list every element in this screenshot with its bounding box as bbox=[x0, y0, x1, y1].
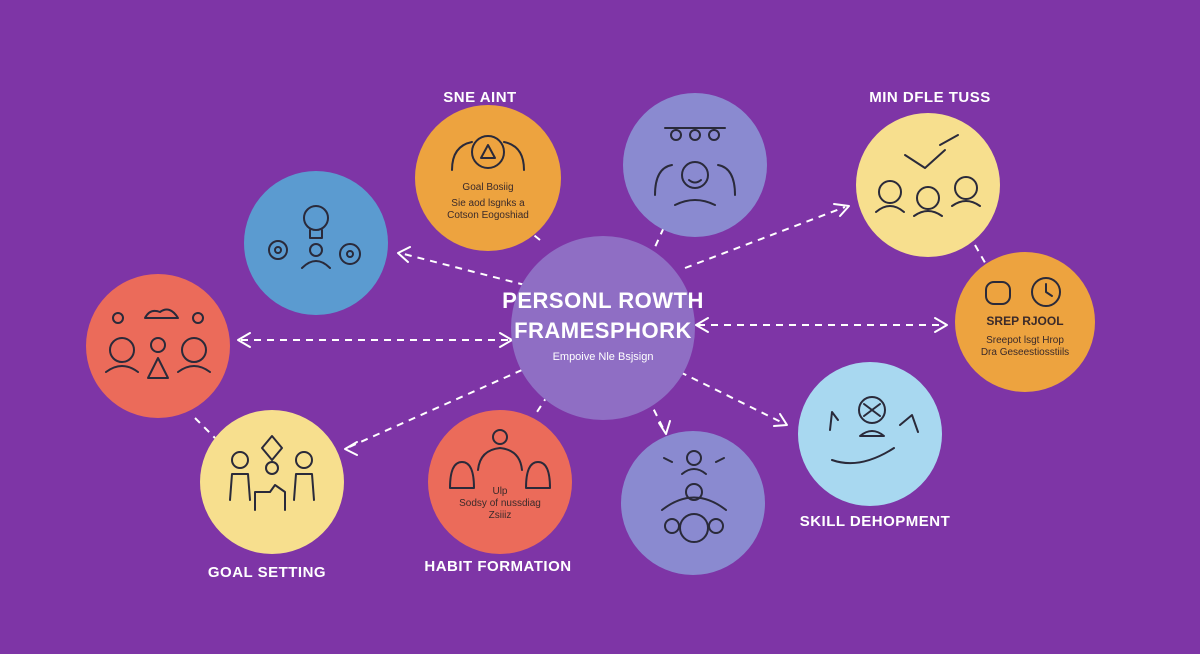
label-top-right: MIN DFLE TUSS bbox=[869, 89, 991, 106]
node-innovation bbox=[244, 171, 388, 315]
arrow-to-skill bbox=[773, 413, 788, 427]
people-target-icon bbox=[229, 435, 315, 511]
lightbulb-gears-icon bbox=[268, 205, 361, 269]
leader-team-icon bbox=[661, 450, 727, 543]
node-team-circle bbox=[623, 93, 767, 237]
arrow-to-center-right bbox=[695, 317, 709, 333]
node-mindfulness bbox=[856, 113, 1000, 257]
label-habit-formation: HABIT FORMATION bbox=[424, 558, 571, 575]
arrow-to-innovation bbox=[397, 246, 411, 263]
center-subtitle: Empoive Nle Bsjsign bbox=[553, 351, 654, 363]
handshake-people-icon bbox=[875, 134, 981, 217]
node-mindfulness-circle bbox=[856, 113, 1000, 257]
arrow-to-leadership bbox=[658, 420, 671, 435]
step-tool-line1: Sreepot lsgt Hrop bbox=[986, 335, 1064, 346]
step-tool-title: SREP RJOOL bbox=[986, 314, 1063, 328]
center-circle bbox=[511, 236, 695, 420]
node-collaboration-circle bbox=[86, 274, 230, 418]
arrow-to-mindfulness bbox=[833, 203, 850, 217]
node-skill-development bbox=[798, 362, 942, 506]
connector-collab-goal bbox=[194, 417, 216, 439]
hand-mountain-icon bbox=[829, 396, 919, 465]
node-habit-formation: Ulp Sodsy of nussdiag Zsiiiz bbox=[428, 410, 572, 554]
label-top-left: SNE AINT bbox=[443, 89, 516, 106]
center-node: PERSONL ROWTH FRAMESPHORK Empoive Nle Bs… bbox=[502, 236, 704, 420]
node-habit-formation-circle bbox=[428, 410, 572, 554]
node-goal-setting bbox=[200, 410, 344, 554]
habit-line2: Sodsy of nussdiag bbox=[459, 498, 541, 509]
connector-to-skill bbox=[679, 371, 786, 425]
label-skill-development: SKILL DEHOPMENT bbox=[800, 513, 951, 530]
connector-to-goal-setting bbox=[346, 369, 523, 449]
habit-line3: Zsiiiz bbox=[489, 510, 512, 521]
connector-to-mindfulness bbox=[684, 206, 846, 269]
node-goal-boosting: Goal Bosiig Sie aod lsgnks a Cotson Eogo… bbox=[415, 105, 561, 251]
gear-clock-icon bbox=[985, 277, 1061, 307]
arrow-to-collaboration-left bbox=[237, 332, 251, 348]
node-leadership bbox=[621, 431, 765, 575]
node-skill-development-circle bbox=[798, 362, 942, 506]
center-title-line2: FRAMESPHORK bbox=[514, 318, 692, 343]
center-title-line1: PERSONL ROWTH bbox=[502, 288, 704, 313]
node-team bbox=[623, 93, 767, 237]
arrow-to-goal-setting bbox=[344, 441, 358, 456]
goal-boosting-line2: Sie aod lsgnks a bbox=[451, 198, 525, 209]
node-goal-setting-circle bbox=[200, 410, 344, 554]
group-presenter-icon bbox=[449, 429, 551, 489]
people-idea-icon bbox=[105, 308, 211, 379]
triangle-people-icon bbox=[451, 135, 525, 171]
connector-mind-step bbox=[974, 244, 989, 269]
node-collaboration bbox=[86, 274, 230, 418]
label-goal-setting: GOAL SETTING bbox=[208, 564, 326, 581]
node-step-tool: SREP RJOOL Sreepot lsgt Hrop Dra Geseest… bbox=[955, 252, 1095, 392]
node-goal-boosting-circle bbox=[415, 105, 561, 251]
team-meeting-icon bbox=[654, 127, 736, 206]
node-leadership-circle bbox=[621, 431, 765, 575]
connector-to-innovation bbox=[399, 252, 526, 286]
habit-line1: Ulp bbox=[492, 486, 507, 497]
arrow-to-step-tool bbox=[934, 317, 948, 333]
goal-boosting-line3: Cotson Eogoshiad bbox=[447, 210, 529, 221]
step-tool-line2: Dra Geseestiosstiils bbox=[981, 347, 1069, 358]
goal-boosting-line1: Goal Bosiig bbox=[462, 182, 513, 193]
